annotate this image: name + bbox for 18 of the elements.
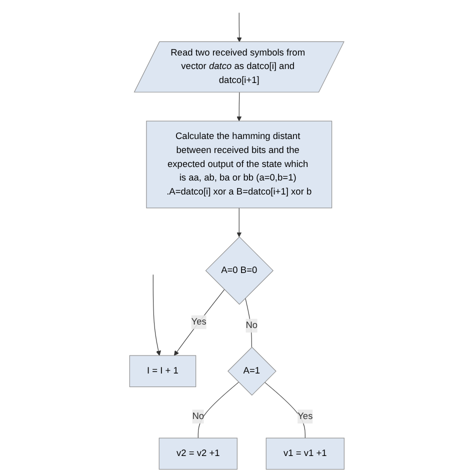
arrow — [152, 274, 162, 356]
edge-label: No — [192, 411, 204, 422]
node-box: I = I + 1 — [129, 355, 196, 388]
node-box: v1 = v1 +1 — [266, 438, 345, 470]
edge-label: Yes — [298, 411, 313, 422]
connector — [264, 382, 306, 438]
node-diamond: A=0 B=0 — [205, 236, 274, 305]
node-diamond: A=1 — [228, 346, 276, 396]
arrow — [236, 12, 242, 42]
edge-label: Yes — [191, 316, 206, 327]
node-box: v2 = v2 +1 — [158, 438, 238, 470]
edge-label: No — [246, 320, 258, 330]
arrow — [236, 208, 242, 238]
arrow — [236, 92, 242, 122]
node-box: Calculate the hamming distant between received bits and the expected output of the state which is aa, ab, ba or bb (a=0,b=1) .A=datco[i] xor a B=datco[i+1] xor b — [146, 120, 332, 208]
connector — [245, 298, 252, 348]
connector — [198, 382, 240, 438]
arrow — [174, 289, 225, 356]
